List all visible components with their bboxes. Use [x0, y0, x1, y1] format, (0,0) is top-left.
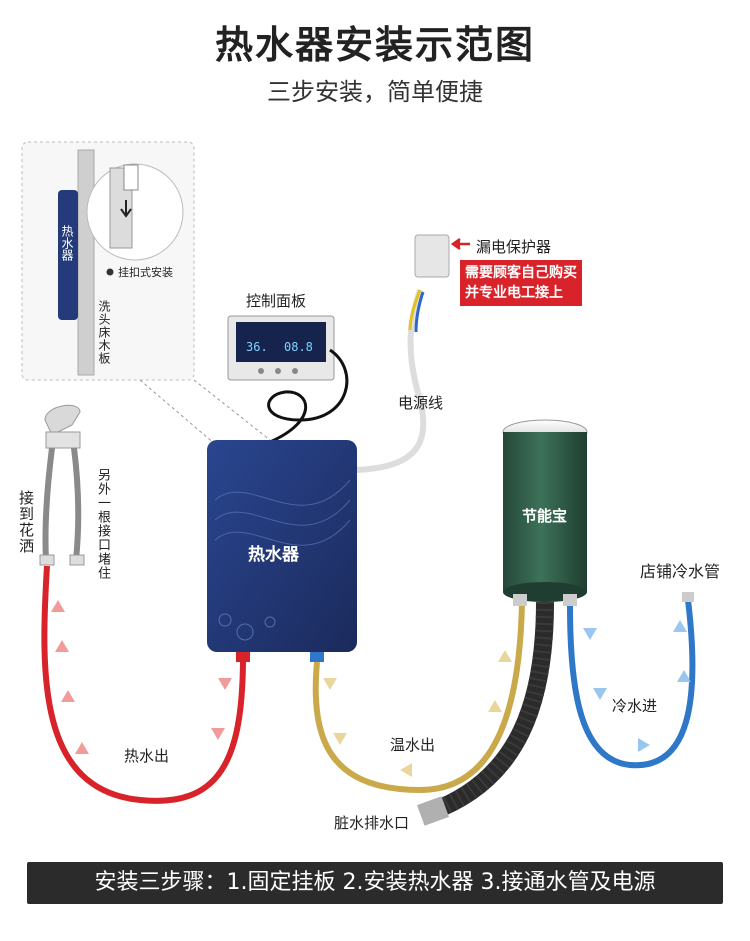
red-arrow-icon	[450, 237, 470, 251]
inset-leader	[139, 379, 223, 451]
warm-pipe	[312, 601, 525, 794]
leakage-protector-shape	[414, 234, 450, 278]
page-title: 热水器安装示范图	[214, 23, 535, 67]
shower-head-shape	[44, 404, 81, 436]
drain-hose	[426, 601, 554, 821]
power-cord-shape	[354, 289, 427, 473]
panel-screen	[236, 322, 326, 362]
cold-pipe	[567, 599, 696, 769]
warning-box: 需要顾客自己购买 并专业电工接上	[460, 260, 582, 306]
heater-label: 热水器	[248, 545, 299, 565]
warm-out-label: 温水出	[390, 736, 436, 754]
hot-out-label: 热水出	[124, 747, 170, 765]
control-panel-label: 控制面板	[246, 292, 307, 310]
mount-note: 挂扣式安装	[118, 266, 173, 279]
panel-readout-left: 36.	[246, 340, 268, 354]
shop-cold-pipe-label: 店铺冷水管	[640, 562, 721, 581]
power-cord-label: 电源线	[398, 394, 444, 412]
warning-line-2: 并专业电工接上	[465, 285, 563, 301]
panel-readout-right: 08.8	[284, 340, 313, 354]
inset-heater-shape	[58, 190, 78, 320]
warning-line-1: 需要顾客自己购买	[465, 265, 577, 281]
drain-label: 脏水排水口	[334, 814, 410, 832]
board-label: 洗头床木板	[97, 300, 111, 365]
cold-in-label: 冷水进	[612, 697, 658, 715]
shower-label: 接到花洒	[17, 490, 35, 554]
steps-bar: 安装三步骤：1.固定挂板 2.安装热水器 3.接通水管及电源	[27, 862, 723, 904]
bullet-icon	[106, 268, 114, 276]
energy-saver-body	[503, 432, 587, 592]
energy-saver-label: 节能宝	[522, 507, 568, 525]
down-arrow-icon	[120, 200, 132, 218]
hot-pipe	[41, 565, 246, 804]
inset-heater-label: 热水器	[60, 225, 74, 261]
plug-other-label: 另外一根接口堵住	[95, 468, 110, 580]
leakage-protector-label: 漏电保护器	[476, 238, 552, 256]
page-subtitle: 三步安装，简单便捷	[267, 78, 483, 106]
panel-cable	[267, 348, 349, 444]
board-shape	[77, 149, 95, 376]
